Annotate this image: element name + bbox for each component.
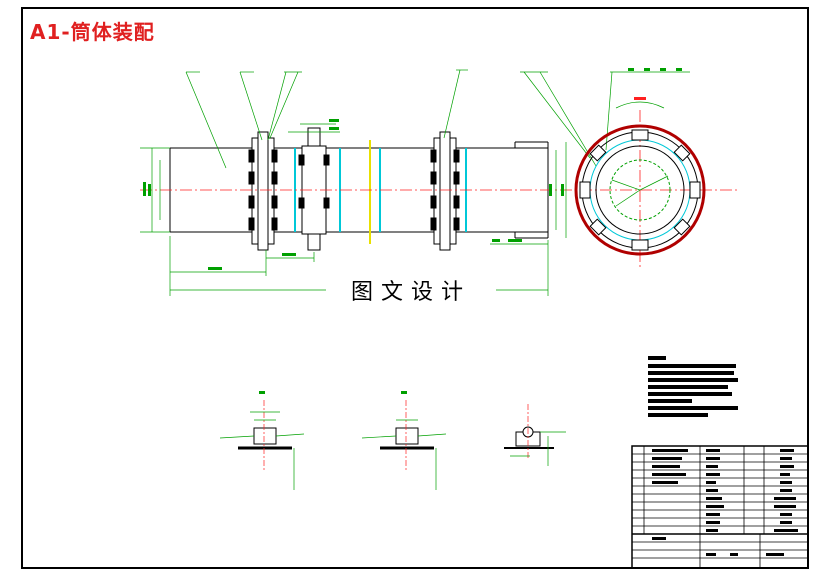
notes-line xyxy=(648,406,738,410)
technical-notes-block xyxy=(648,356,740,420)
outer-frame xyxy=(21,7,809,569)
detail-view-3 xyxy=(504,404,566,466)
tyre-ring-right xyxy=(430,131,460,251)
drawing-title: A1-筒体装配 xyxy=(30,20,155,44)
detail-view-1 xyxy=(219,391,305,490)
end-view xyxy=(574,97,706,256)
notes-line xyxy=(648,364,736,368)
notes-heading-mark xyxy=(648,356,666,360)
dimension-lines xyxy=(140,69,690,296)
notes-line xyxy=(648,399,692,403)
shell-elevation xyxy=(169,141,549,239)
notes-line xyxy=(648,392,732,396)
detail-view-2 xyxy=(361,391,447,490)
notes-line xyxy=(648,385,728,389)
watermark-text: 图文设计 xyxy=(326,270,496,310)
parts-list xyxy=(631,445,809,569)
parts-list-text xyxy=(652,449,798,556)
notes-line xyxy=(648,413,708,417)
tyre-ring-left xyxy=(248,131,278,251)
dimension-labels xyxy=(143,68,682,270)
notes-line xyxy=(648,371,734,375)
girth-gear xyxy=(298,127,330,251)
notes-line xyxy=(648,378,738,382)
